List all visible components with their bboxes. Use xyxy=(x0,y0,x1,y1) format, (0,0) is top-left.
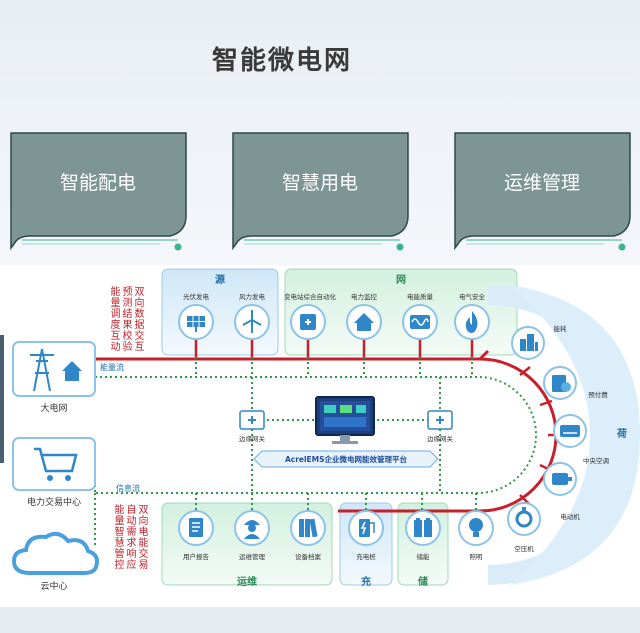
ops-item-label: 用户报告 xyxy=(183,553,209,561)
section-ops: 运维 xyxy=(237,577,257,588)
left-node-label: 电力交易中心 xyxy=(26,498,81,508)
energy-storage-icon xyxy=(405,510,441,546)
gateway-icon xyxy=(239,410,265,430)
platform-label: AcrelEMS企业微电网能效管理平台 xyxy=(284,455,408,464)
ops-item-label: 运维管理 xyxy=(239,553,265,561)
archive-icon xyxy=(290,510,326,546)
source-item-label: 风力发电 xyxy=(239,293,265,301)
wind-turbine-icon xyxy=(234,304,270,340)
left-node-label: 大电网 xyxy=(40,404,68,414)
left-edge-bar xyxy=(0,335,4,463)
card-label: 智能配电 xyxy=(59,172,136,194)
ops-item-label: 设备档案 xyxy=(295,553,321,561)
card-operations[interactable]: 运维管理 xyxy=(454,132,631,251)
section-storage: 储 xyxy=(418,577,428,588)
header-area: 智能微电网 智能配电 智慧用电 运维管理 xyxy=(0,0,640,265)
load-item-label: 电动机 xyxy=(560,513,580,521)
motor-icon xyxy=(543,462,577,496)
maintenance-worker-icon xyxy=(234,510,270,546)
vertical-text: 双向数据交互 xyxy=(134,287,145,353)
card-label: 智慧用电 xyxy=(281,172,358,194)
section-load: 荷 xyxy=(617,429,627,440)
platform-banner xyxy=(253,450,439,468)
storage-item-label: 储能 xyxy=(416,553,430,561)
big-grid-node xyxy=(12,341,96,397)
energy-consumption-icon xyxy=(511,326,545,360)
gateway-label: 边缘网关 xyxy=(239,435,265,443)
card-smart-distribution[interactable]: 智能配电 xyxy=(10,132,187,251)
section-charge: 充 xyxy=(361,577,371,588)
grid-item-label: 电气安全 xyxy=(459,293,485,301)
page-title: 智能微电网 xyxy=(212,46,353,76)
load-arc-band xyxy=(510,285,640,585)
card-shape xyxy=(10,132,187,251)
vertical-text: 自动需求响应 xyxy=(126,505,137,571)
load-item-label: 空压机 xyxy=(514,545,534,553)
gateway-label: 边缘网关 xyxy=(427,435,453,443)
charge-item-label: 充电桩 xyxy=(356,553,376,561)
vertical-text: 能量智慧管控 xyxy=(114,505,125,571)
central-ac-icon xyxy=(553,414,587,448)
card-smart-usage[interactable]: 智慧用电 xyxy=(232,132,409,251)
microgrid-diagram: 源 网 荷 运维 充 储 光伏发电 风力发电 变电站综合自动化 电力监控 电能质… xyxy=(0,265,640,607)
report-icon xyxy=(178,510,214,546)
card-shape xyxy=(232,132,409,251)
load-item-label: 预付费 xyxy=(588,391,608,399)
gateway-icon xyxy=(427,410,453,430)
card-label: 运维管理 xyxy=(503,172,580,194)
platform-monitor-icon xyxy=(315,396,375,444)
footer-strip xyxy=(0,607,640,633)
section-grid: 网 xyxy=(396,275,406,286)
card-shape xyxy=(454,132,631,251)
power-monitor-icon xyxy=(346,304,382,340)
section-source: 源 xyxy=(215,275,225,286)
left-node-label: 云中心 xyxy=(40,582,68,592)
info-flow-label: 信息流 xyxy=(116,484,140,493)
grid-item-label: 变电站综合自动化 xyxy=(284,293,336,301)
source-item-label: 光伏发电 xyxy=(183,293,209,301)
prepaid-icon xyxy=(543,366,577,400)
substation-icon xyxy=(290,304,326,340)
grid-item-label: 电力监控 xyxy=(351,293,377,301)
cloud-icon xyxy=(11,531,99,575)
grid-item-label: 电能质量 xyxy=(407,293,433,301)
power-trading-node xyxy=(12,437,96,491)
solar-panel-icon xyxy=(178,304,214,340)
vertical-text: 双向电能交易 xyxy=(138,505,149,571)
energy-flow-label: 能量流 xyxy=(100,363,124,372)
load-item-label: 中央空调 xyxy=(583,457,609,465)
vertical-text: 能量调度互动 xyxy=(110,287,121,353)
vertical-text: 预测结果校验 xyxy=(122,287,133,353)
power-quality-icon xyxy=(402,304,438,340)
lighting-icon xyxy=(458,510,494,546)
load-item-label: 照明 xyxy=(469,553,483,561)
charging-pile-icon xyxy=(348,510,384,546)
electrical-safety-icon xyxy=(454,304,490,340)
load-item-label: 能耗 xyxy=(553,325,567,333)
air-compressor-icon xyxy=(507,502,541,536)
